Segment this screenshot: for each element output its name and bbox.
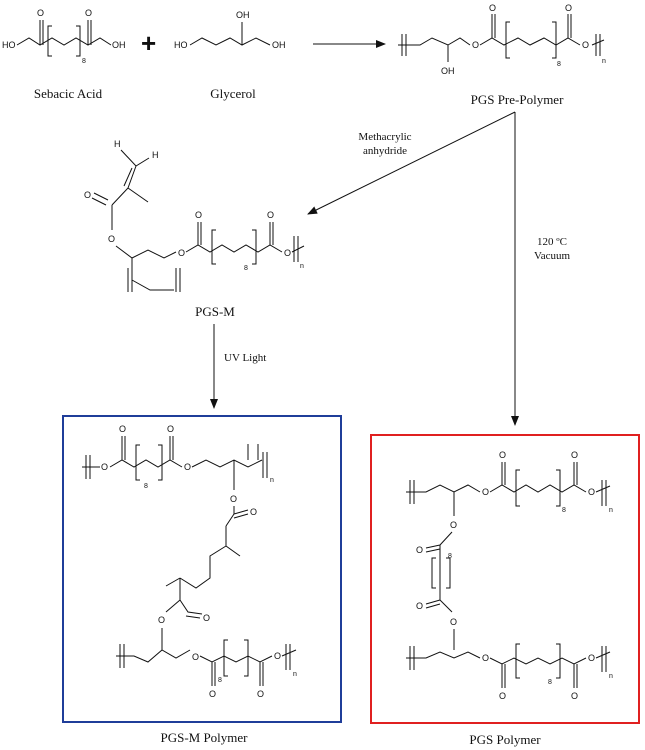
carbonyl-oxygen: O (250, 507, 257, 517)
carbonyl-oxygen: O (499, 691, 506, 701)
ester-oxygen: O (184, 462, 191, 472)
repeat-n-label: n (609, 673, 613, 680)
pgs-polymer-label: PGS Polymer (469, 732, 541, 747)
repeat-count-label: 8 (218, 677, 222, 684)
pgs-m-structure: H H O O O O O 8 O n (84, 139, 305, 292)
pgs-m-polymer-box (62, 415, 342, 723)
ester-oxygen: O (158, 615, 165, 625)
hydroxyl-label: HO (174, 40, 188, 50)
repeat-count-label: 8 (562, 507, 566, 514)
repeat-n-label: n (609, 507, 613, 514)
repeat-count-label: 8 (244, 265, 248, 272)
carbonyl-oxygen: O (499, 450, 506, 460)
carbonyl-oxygen: O (257, 689, 264, 699)
pgs-polymer-box (370, 434, 640, 724)
pgs-m-label: PGS-M (195, 304, 235, 319)
ester-oxygen: O (482, 653, 489, 663)
carbonyl-oxygen: O (416, 545, 423, 555)
hydroxyl-label: OH (236, 10, 250, 20)
carbonyl-oxygen: O (565, 3, 572, 13)
hydroxyl-label: HO (2, 40, 16, 50)
glycerol-structure: HO OH OH (174, 10, 286, 50)
carbonyl-oxygen: O (267, 210, 274, 220)
ester-oxygen: O (274, 651, 281, 661)
ester-oxygen: O (284, 248, 291, 258)
glycerol-label: Glycerol (210, 86, 256, 101)
ester-oxygen: O (101, 462, 108, 472)
pgs-prepolymer-structure: OH O O O 8 O n (398, 3, 606, 76)
hydroxyl-label: OH (272, 40, 286, 50)
carbonyl-oxygen: O (209, 689, 216, 699)
thermal-condition: 120 ºC (537, 236, 567, 248)
methacrylation-arrow (307, 111, 516, 215)
repeat-n-label: n (293, 671, 297, 678)
carbonyl-oxygen: O (84, 190, 91, 200)
repeat-n-label: n (270, 477, 274, 484)
repeat-n-label: n (602, 58, 606, 65)
carbonyl-oxygen: O (167, 424, 174, 434)
hydroxyl-label: OH (112, 40, 126, 50)
ester-oxygen: O (472, 40, 479, 50)
carbonyl-oxygen: O (119, 424, 126, 434)
ester-oxygen: O (108, 234, 115, 244)
carbonyl-oxygen: O (85, 8, 92, 18)
ester-oxygen: O (482, 487, 489, 497)
ester-oxygen: O (230, 494, 237, 504)
repeat-count-label: 8 (144, 483, 148, 490)
ester-oxygen: O (178, 248, 185, 258)
repeat-count-label: 8 (548, 679, 552, 686)
pgs-polymer-structure: O O O 8 O n O O 8 O O O O O (406, 450, 613, 701)
ester-oxygen: O (588, 487, 595, 497)
repeat-n-label: n (300, 263, 304, 270)
plus-sign: + (141, 28, 156, 58)
methacrylation-condition: anhydride (363, 145, 407, 157)
hydrogen-label: H (152, 150, 159, 160)
thermal-condition: Vacuum (534, 250, 570, 262)
repeat-count-label: 8 (557, 61, 561, 68)
sebacic-acid-structure: HO O O 8 OH (2, 8, 126, 65)
hydroxyl-label: OH (441, 66, 455, 76)
hydrogen-label: H (114, 139, 121, 149)
repeat-count-label: 8 (448, 553, 452, 560)
ester-oxygen: O (582, 40, 589, 50)
ester-oxygen: O (588, 653, 595, 663)
uv-condition: UV Light (224, 352, 266, 364)
pgs-prepolymer-label: PGS Pre-Polymer (471, 92, 564, 107)
ester-oxygen: O (450, 617, 457, 627)
ester-oxygen: O (192, 652, 199, 662)
pgs-m-polymer-label: PGS-M Polymer (160, 730, 248, 745)
ester-oxygen: O (450, 520, 457, 530)
carbonyl-oxygen: O (195, 210, 202, 220)
repeat-count-label: 8 (82, 58, 86, 65)
carbonyl-oxygen: O (37, 8, 44, 18)
carbonyl-oxygen: O (203, 613, 210, 623)
sebacic-acid-label: Sebacic Acid (34, 86, 103, 101)
carbonyl-oxygen: O (416, 601, 423, 611)
carbonyl-oxygen: O (489, 3, 496, 13)
carbonyl-oxygen: O (571, 691, 578, 701)
carbonyl-oxygen: O (571, 450, 578, 460)
pgs-m-polymer-structure: O O O 8 O n O O O O O O O (82, 424, 297, 699)
methacrylation-condition: Methacrylic (358, 131, 411, 143)
